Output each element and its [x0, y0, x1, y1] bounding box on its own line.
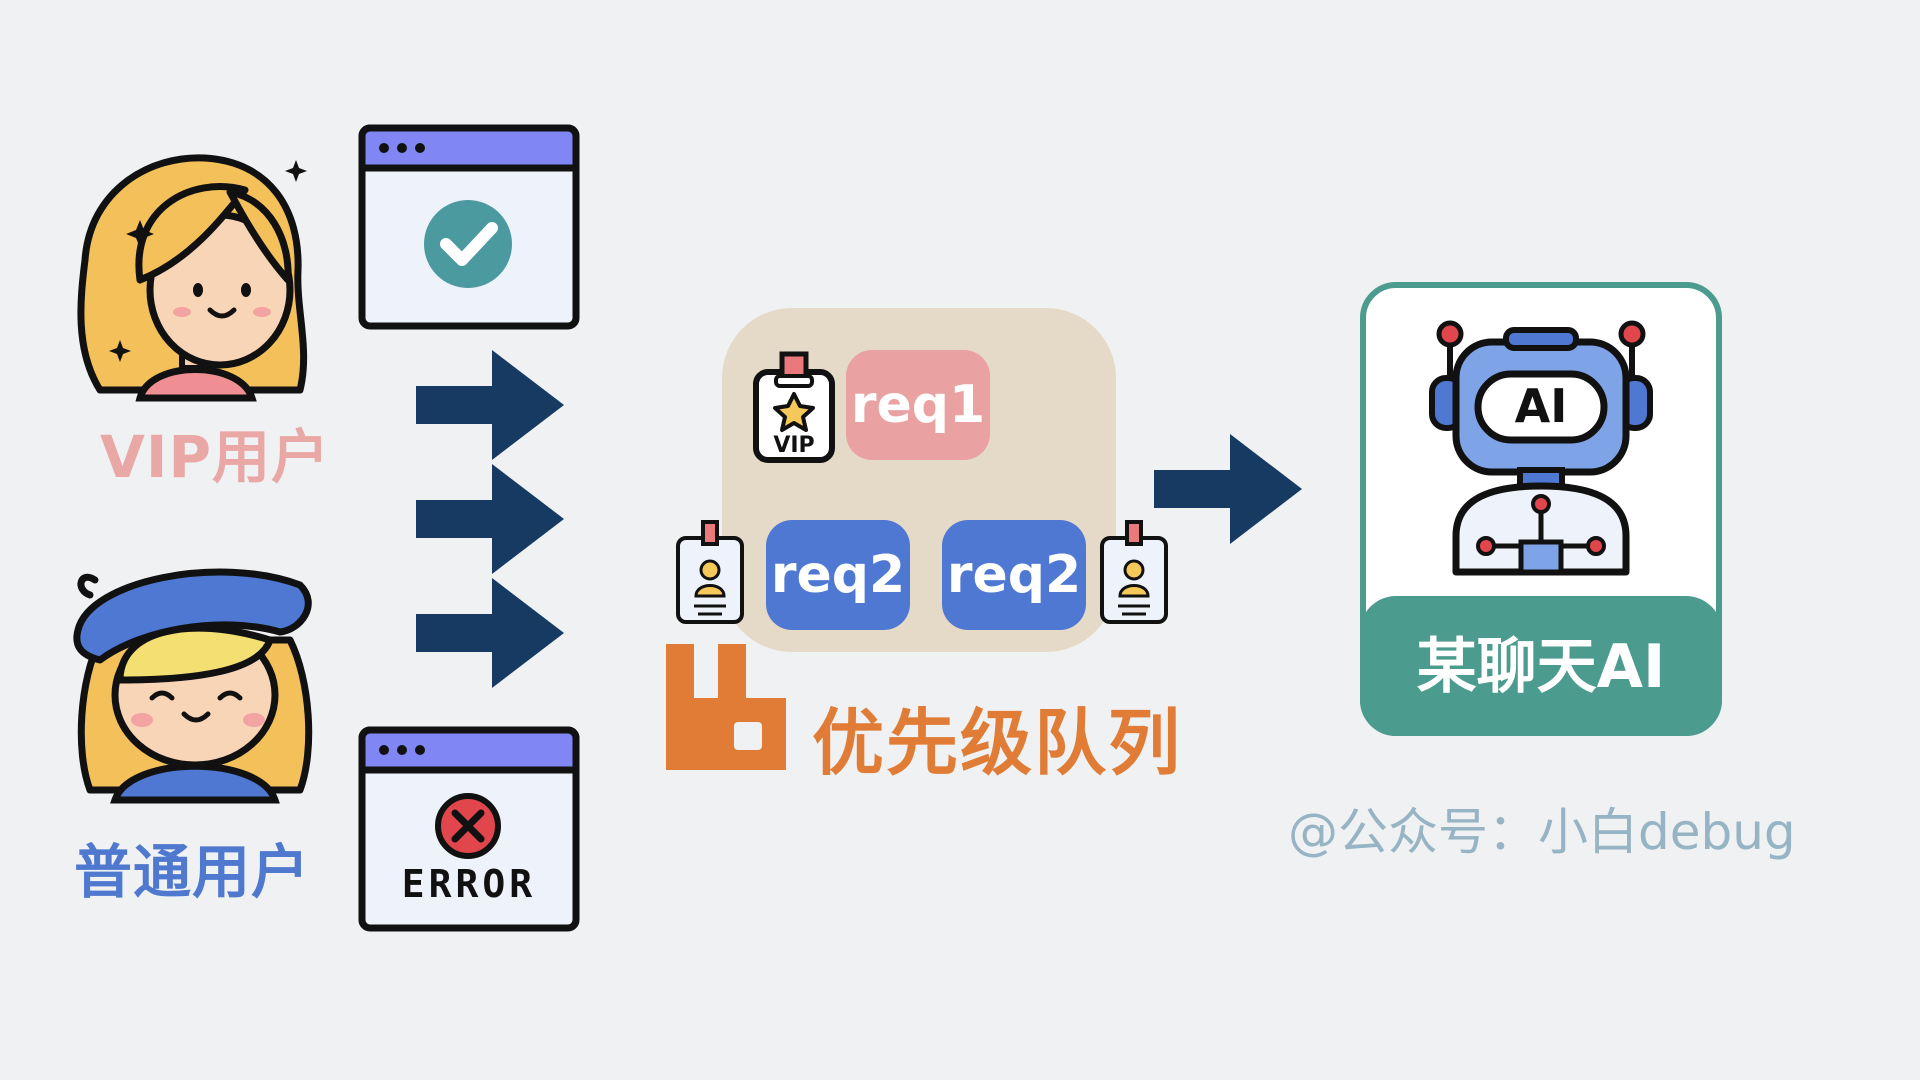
arrow-right-icon: [416, 350, 564, 460]
queue-item-normal-1: req2: [766, 520, 910, 630]
error-text: ERROR: [401, 862, 537, 906]
vip-user-avatar-icon: [70, 150, 320, 402]
queue-item-vip: req1: [846, 350, 990, 460]
rabbitmq-logo-icon: [666, 644, 786, 770]
ai-robot-icon: AI: [1426, 316, 1656, 580]
normal-user-label: 普通用户: [74, 838, 311, 906]
ai-service-footer: [1360, 596, 1722, 736]
user-badge-icon: [1098, 520, 1170, 626]
watermark-text: @公众号：小白debug: [1288, 803, 1796, 861]
queue-item-normal-2: req2: [942, 520, 1086, 630]
normal-user-avatar-icon: [70, 560, 320, 810]
ai-service-name: 某聊天AI: [1416, 632, 1666, 702]
success-window-icon: [358, 124, 580, 330]
vip-user-label: VIP用户: [100, 423, 330, 491]
arrow-right-icon: [1154, 434, 1302, 544]
vip-badge-text: VIP: [773, 433, 814, 458]
priority-queue-title: 优先级队列: [812, 701, 1183, 785]
user-badge-icon: [674, 520, 746, 626]
error-window-icon: [358, 726, 580, 932]
arrow-right-icon: [416, 464, 564, 574]
vip-badge-icon: VIP: [752, 350, 836, 464]
arrow-right-icon: [416, 578, 564, 688]
robot-ai-text: AI: [1515, 379, 1568, 433]
